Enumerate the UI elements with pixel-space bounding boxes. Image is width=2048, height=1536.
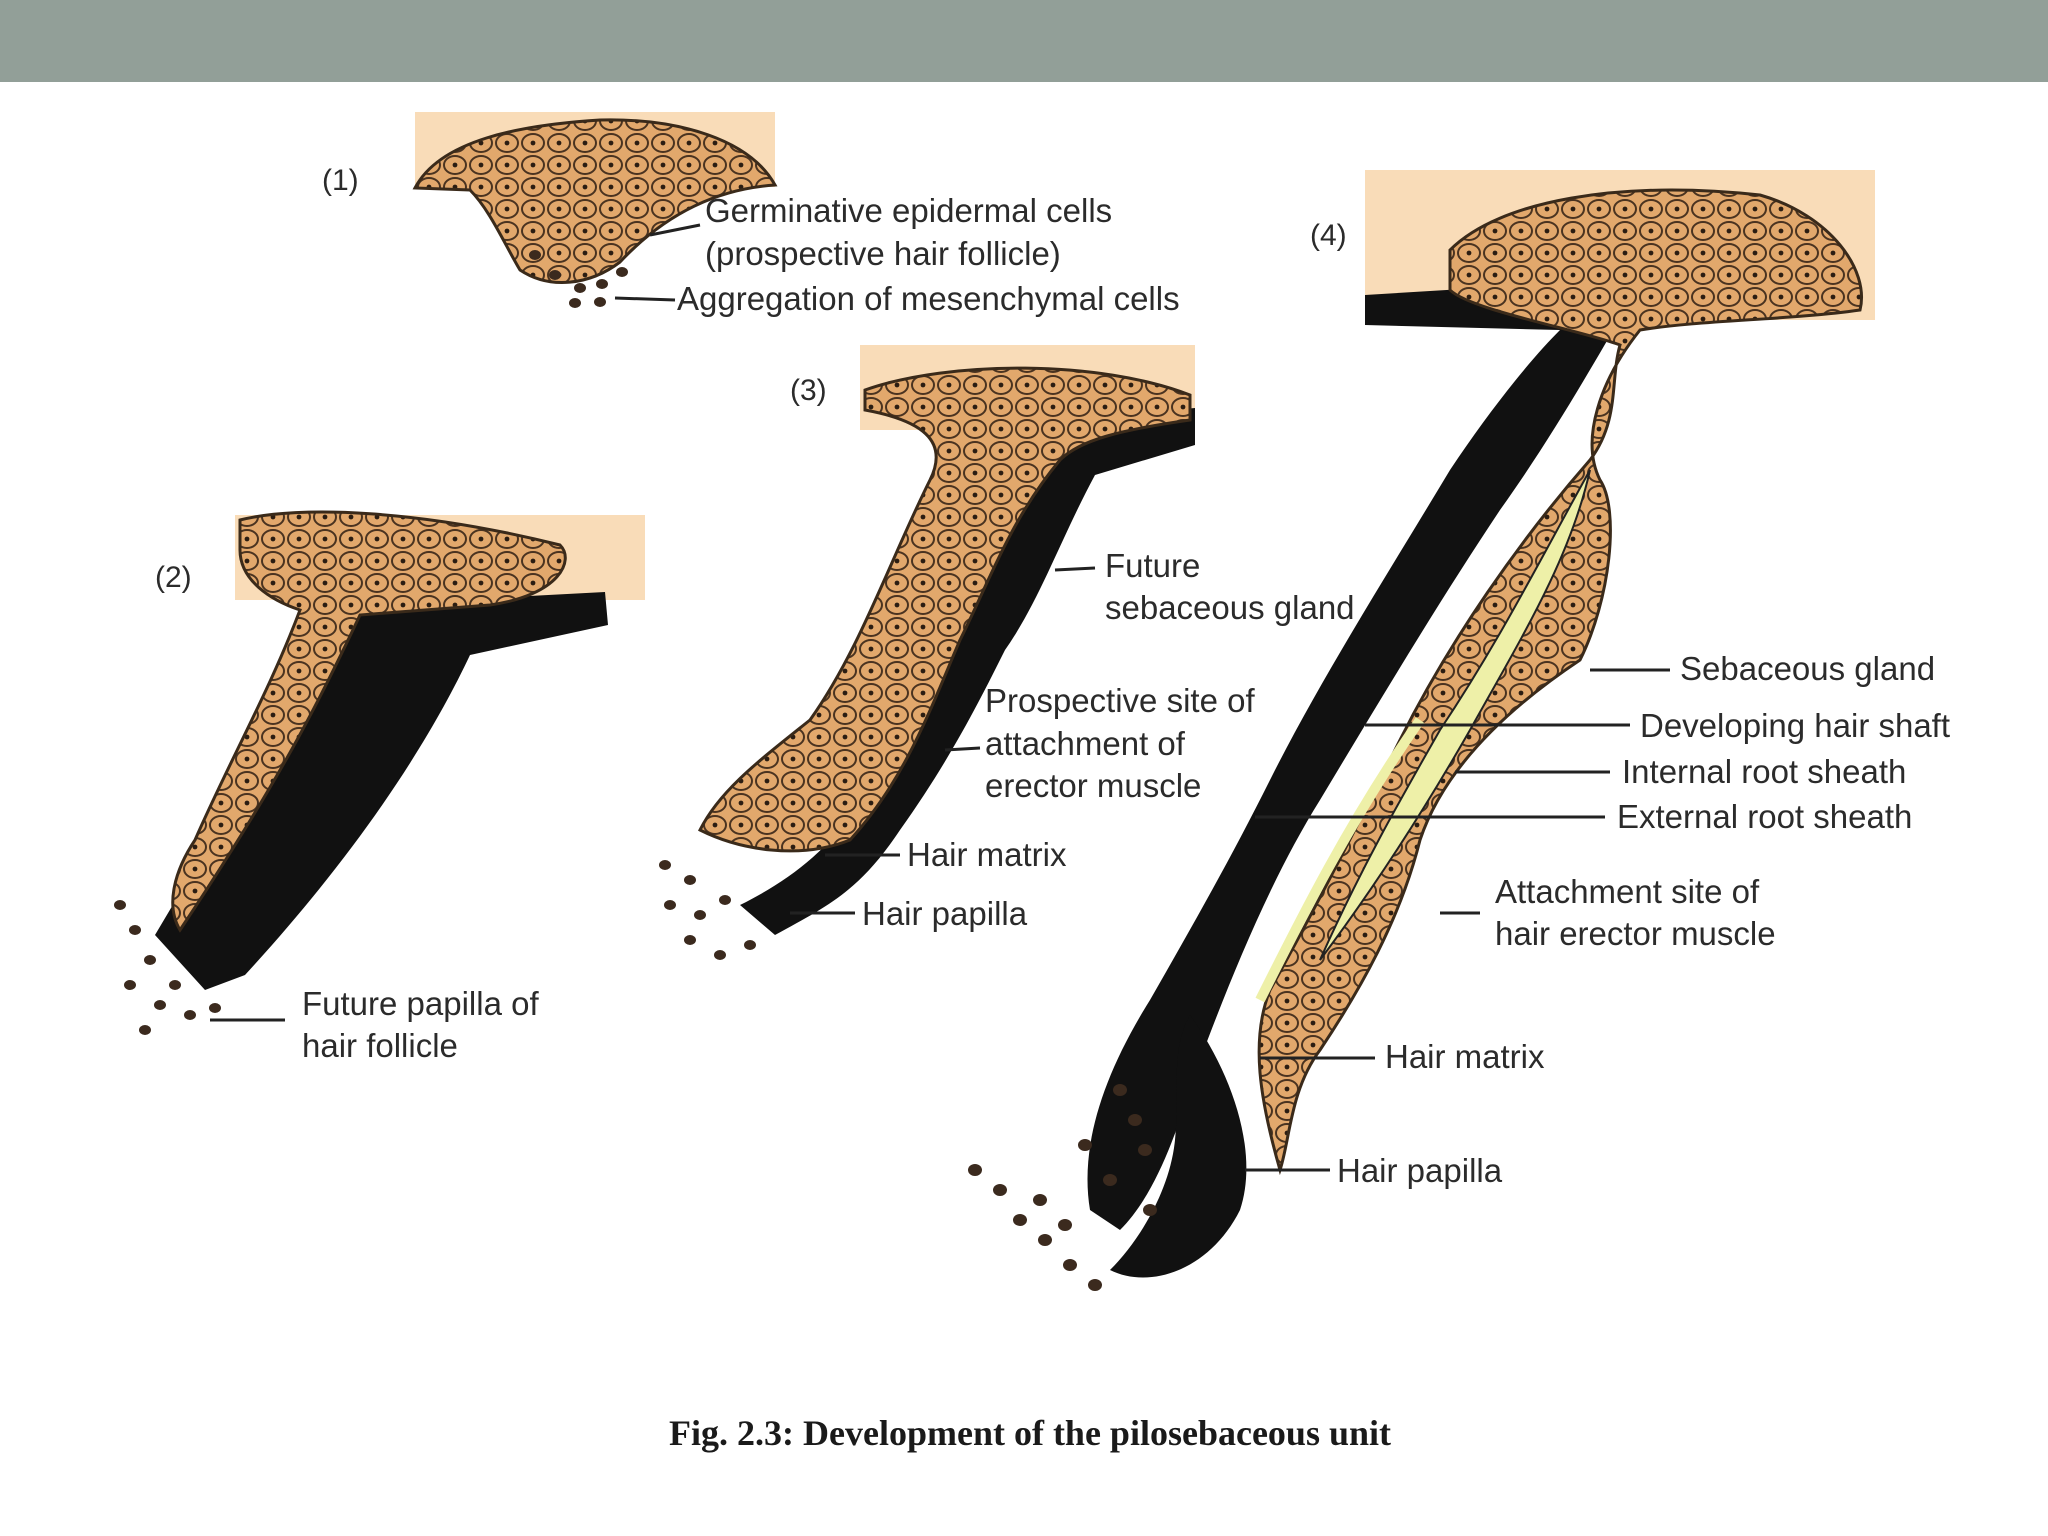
label-prospective-site-line1: Prospective site of: [985, 682, 1255, 719]
stage-1-number: (1): [322, 164, 359, 197]
label-hair-papilla-stage4: Hair papilla: [1337, 1152, 1503, 1189]
label-germinative-epidermal-cells: Germinative epidermal cells: [705, 192, 1112, 229]
label-developing-hair-shaft: Developing hair shaft: [1640, 707, 1950, 744]
label-future-sebaceous-line1: Future: [1105, 547, 1200, 584]
stage-1-illustration: [412, 112, 778, 308]
stage-4-number: (4): [1310, 219, 1347, 252]
stage-3-black-sheath: [740, 408, 1195, 935]
stage-3-follicle-cells: [697, 366, 1192, 853]
stage-4-illustration: [968, 170, 1875, 1291]
stage-2-mesenchymal-cells: [114, 900, 221, 1035]
stage-4-papilla-sheath: [1110, 1015, 1247, 1278]
stage-4-follicle-cells: [1257, 188, 1863, 1176]
stage-2-black-sheath: [155, 592, 608, 990]
stage-2-number: (2): [155, 561, 192, 594]
stage-4-developing-hair-shaft: [1319, 469, 1591, 961]
stage-2-follicle-cells: [171, 510, 567, 933]
stage-3-mesenchymal-cells: [659, 860, 756, 960]
stage-4-internal-root-sheath: [1255, 717, 1425, 1003]
stage-4-black-sheath: [1087, 280, 1625, 1230]
label-internal-root-sheath: Internal root sheath: [1622, 753, 1906, 790]
label-prospective-site-line3: erector muscle: [985, 767, 1201, 804]
stage-2-illustration: [114, 510, 645, 1035]
label-attachment-site-line2: hair erector muscle: [1495, 915, 1776, 952]
label-future-papilla-line2: hair follicle: [302, 1027, 458, 1064]
label-hair-matrix-stage4: Hair matrix: [1385, 1038, 1545, 1075]
label-sebaceous-gland: Sebaceous gland: [1680, 650, 1935, 687]
label-prospective-site-line2: attachment of: [985, 725, 1186, 762]
label-hair-matrix-stage3: Hair matrix: [907, 836, 1067, 873]
label-prospective-hair-follicle: (prospective hair follicle): [705, 235, 1061, 272]
label-attachment-site-line1: Attachment site of: [1495, 873, 1760, 910]
stage-3-illustration: [659, 345, 1195, 960]
label-future-sebaceous-line2: sebaceous gland: [1105, 589, 1355, 626]
stage-4-mesenchymal-cells: [968, 1084, 1157, 1291]
stage-1-mesenchymal-cells: [529, 250, 628, 308]
header-bar: [0, 0, 2048, 82]
leader-lines: [210, 223, 1670, 1172]
stage-1-epidermal-cells: [412, 118, 778, 284]
figure-caption: Fig. 2.3: Development of the pilosebaceo…: [669, 1413, 1391, 1453]
pilosebaceous-diagram: (1) (2) (3) (4) Germinative epidermal ce…: [114, 112, 1950, 1453]
label-external-root-sheath: External root sheath: [1617, 798, 1912, 835]
label-future-papilla-line1: Future papilla of: [302, 985, 539, 1022]
label-hair-papilla-stage3: Hair papilla: [862, 895, 1028, 932]
stage-3-number: (3): [790, 374, 827, 407]
label-aggregation-mesenchymal-cells: Aggregation of mesenchymal cells: [677, 280, 1180, 317]
